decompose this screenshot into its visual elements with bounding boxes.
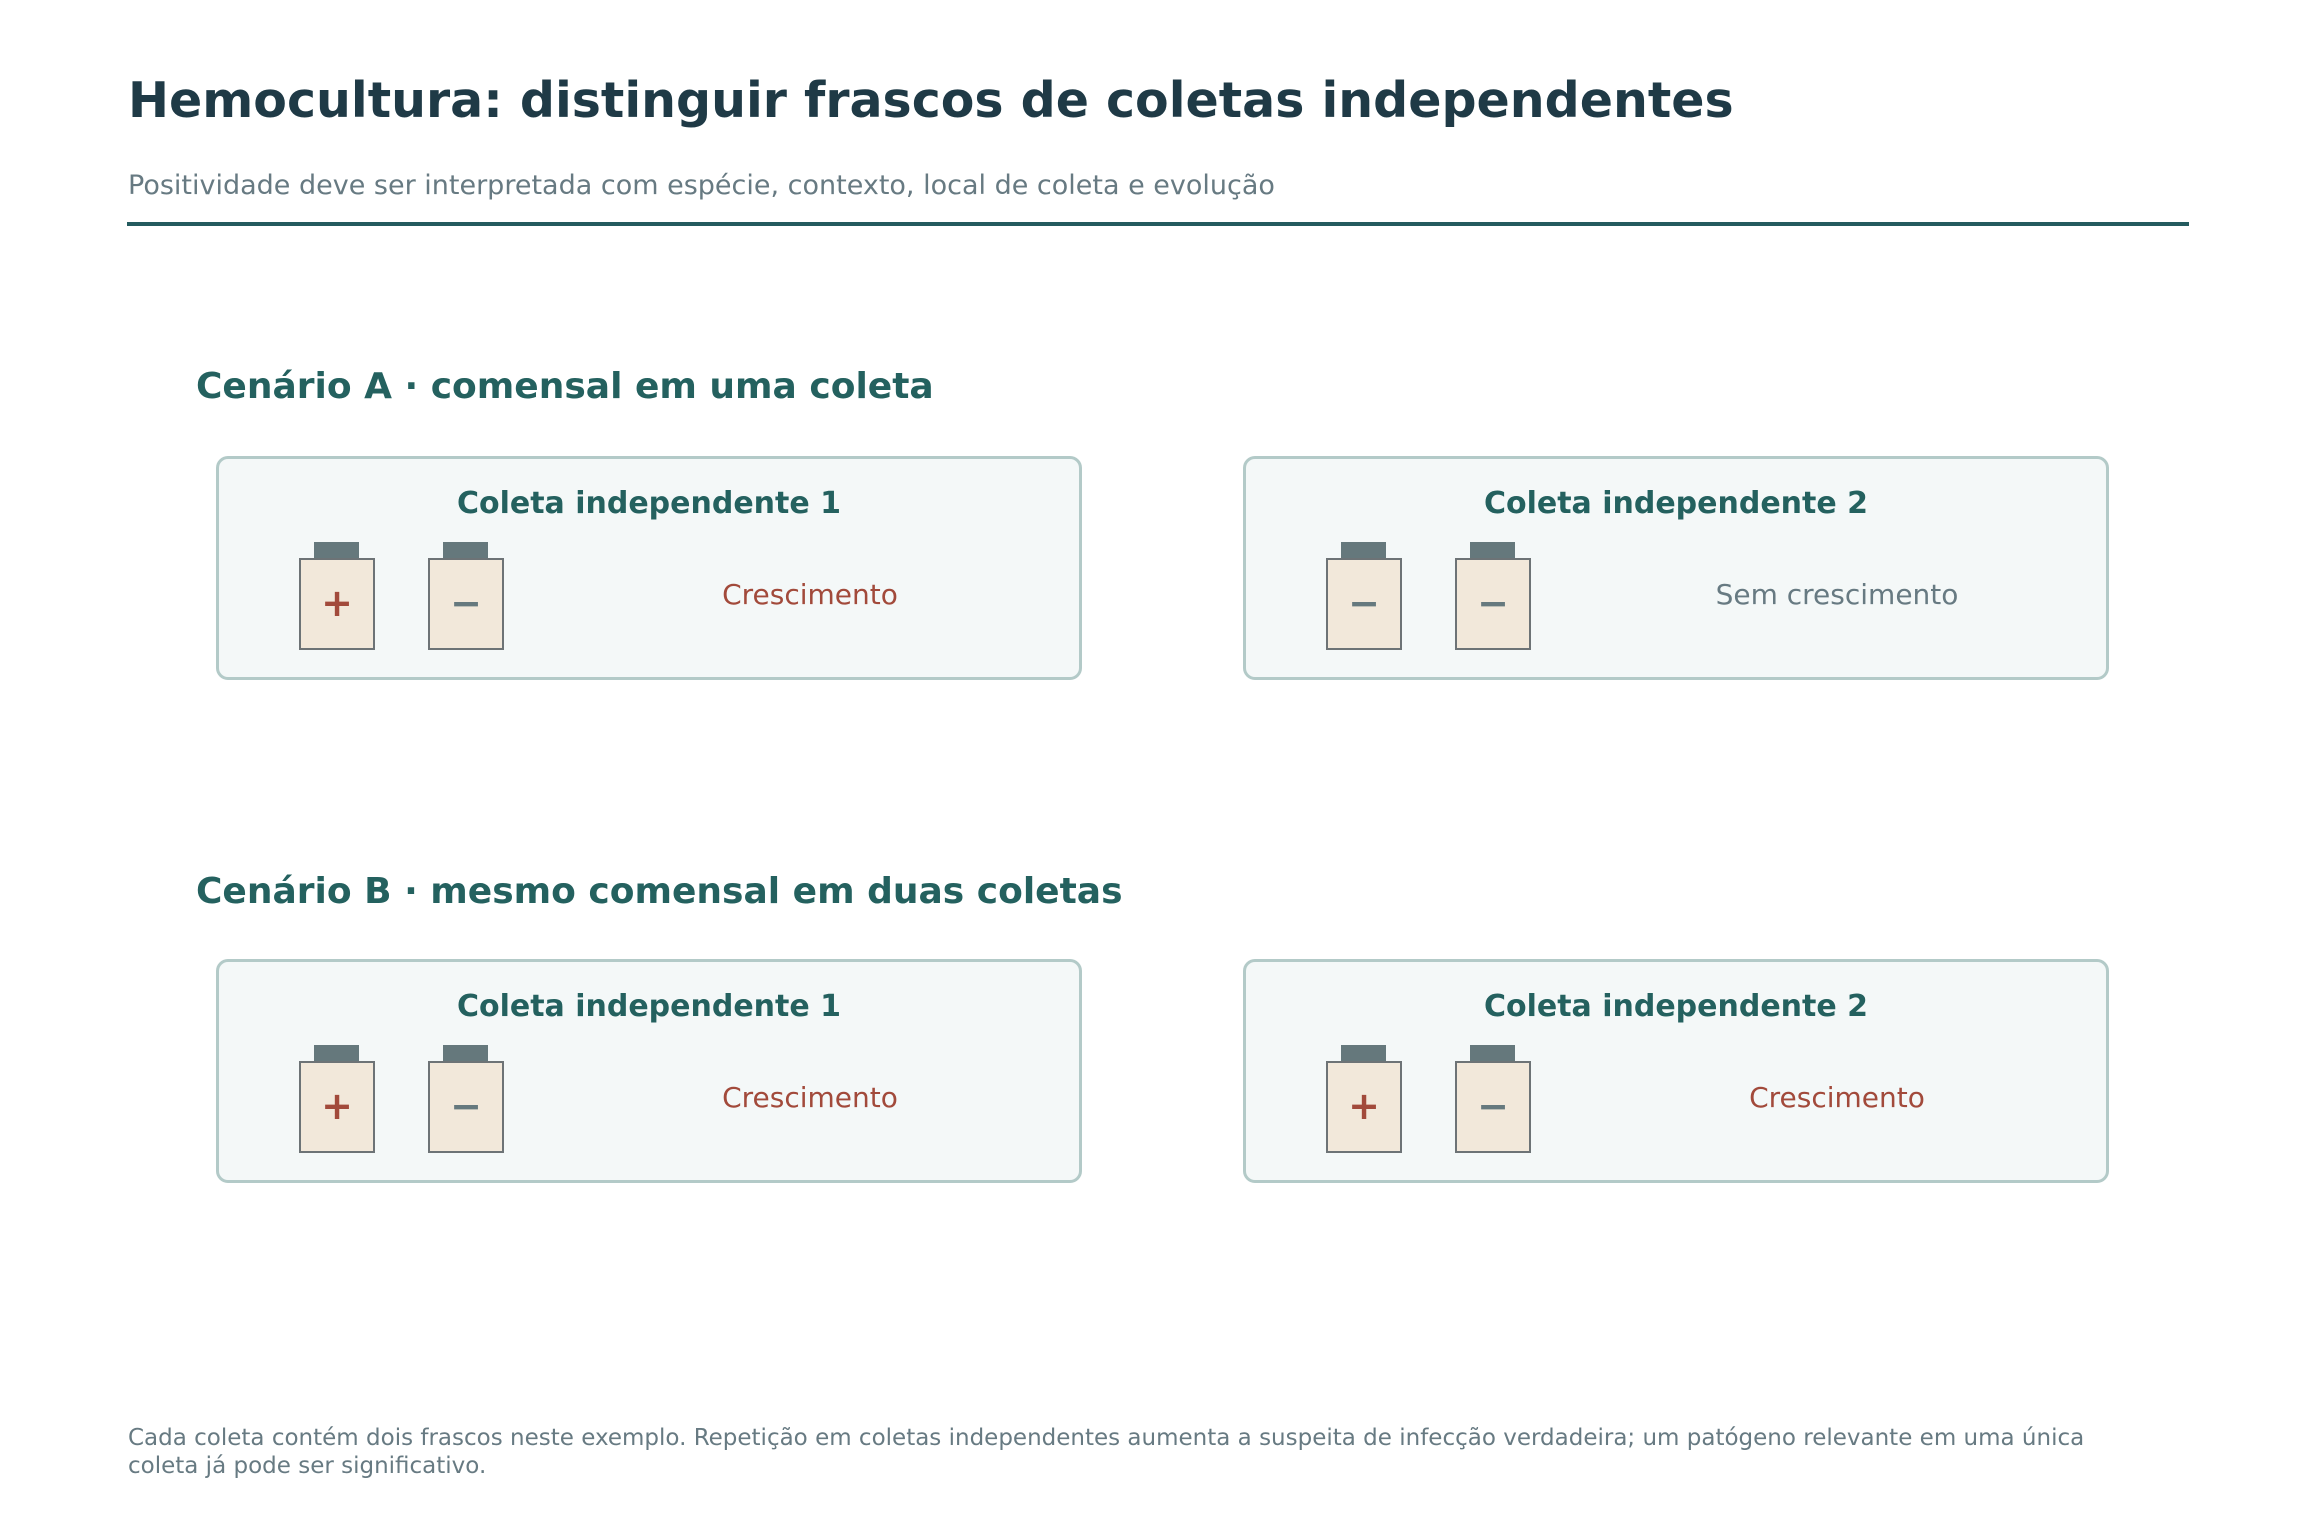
- bottle-cap: [443, 542, 488, 558]
- blood-culture-bottle: −: [428, 542, 504, 650]
- header-divider: [127, 222, 2189, 226]
- bottle-cap: [1341, 1045, 1386, 1061]
- bottle-body: +: [299, 558, 375, 650]
- blood-culture-bottle: +: [1326, 1045, 1402, 1153]
- scenario-a-collection-2-card: Coleta independente 2 − − Sem cresciment…: [1243, 456, 2109, 680]
- bottle-cap: [1341, 542, 1386, 558]
- bottle-body: −: [1326, 558, 1402, 650]
- bottle-cap: [1470, 542, 1515, 558]
- scenario-b-title: Cenário B · mesmo comensal em duas colet…: [196, 871, 1123, 912]
- bottle-cap: [1470, 1045, 1515, 1061]
- bottle-body: +: [1326, 1061, 1402, 1153]
- collection-title: Coleta independente 1: [456, 486, 842, 521]
- negative-mark: −: [450, 1084, 482, 1128]
- bottle-body: −: [428, 558, 504, 650]
- positive-mark: +: [1348, 1084, 1380, 1128]
- collection-title: Coleta independente 1: [456, 989, 842, 1024]
- blood-culture-bottle: −: [1455, 542, 1531, 650]
- bottle-body: −: [428, 1061, 504, 1153]
- collection-result: Crescimento: [722, 1081, 898, 1114]
- collection-title: Coleta independente 2: [1483, 486, 1869, 521]
- scenario-a-title: Cenário A · comensal em uma coleta: [196, 366, 934, 407]
- blood-culture-bottle: −: [1455, 1045, 1531, 1153]
- collection-result: Sem crescimento: [1715, 578, 1959, 611]
- positive-mark: +: [321, 581, 353, 625]
- scenario-a-collection-1-card: Coleta independente 1 + − Crescimento: [216, 456, 1082, 680]
- bottle-body: +: [299, 1061, 375, 1153]
- scenario-b-collection-1-card: Coleta independente 1 + − Crescimento: [216, 959, 1082, 1183]
- bottle-cap: [314, 542, 359, 558]
- positive-mark: +: [321, 1084, 353, 1128]
- collection-title: Coleta independente 2: [1483, 989, 1869, 1024]
- collection-result: Crescimento: [1749, 1081, 1925, 1114]
- bottle-body: −: [1455, 558, 1531, 650]
- negative-mark: −: [1477, 581, 1509, 625]
- negative-mark: −: [1477, 1084, 1509, 1128]
- page-title: Hemocultura: distinguir frascos de colet…: [128, 72, 1734, 129]
- bottle-body: −: [1455, 1061, 1531, 1153]
- bottle-cap: [314, 1045, 359, 1061]
- blood-culture-bottle: +: [299, 1045, 375, 1153]
- blood-culture-bottle: −: [428, 1045, 504, 1153]
- bottle-cap: [443, 1045, 488, 1061]
- blood-culture-bottle: −: [1326, 542, 1402, 650]
- collection-result: Crescimento: [722, 578, 898, 611]
- blood-culture-bottle: +: [299, 542, 375, 650]
- footnote: Cada coleta contém dois frascos neste ex…: [128, 1425, 2085, 1479]
- scenario-b-collection-2-card: Coleta independente 2 + − Crescimento: [1243, 959, 2109, 1183]
- negative-mark: −: [1348, 581, 1380, 625]
- negative-mark: −: [450, 581, 482, 625]
- page-subtitle: Positividade deve ser interpretada com e…: [128, 170, 1275, 201]
